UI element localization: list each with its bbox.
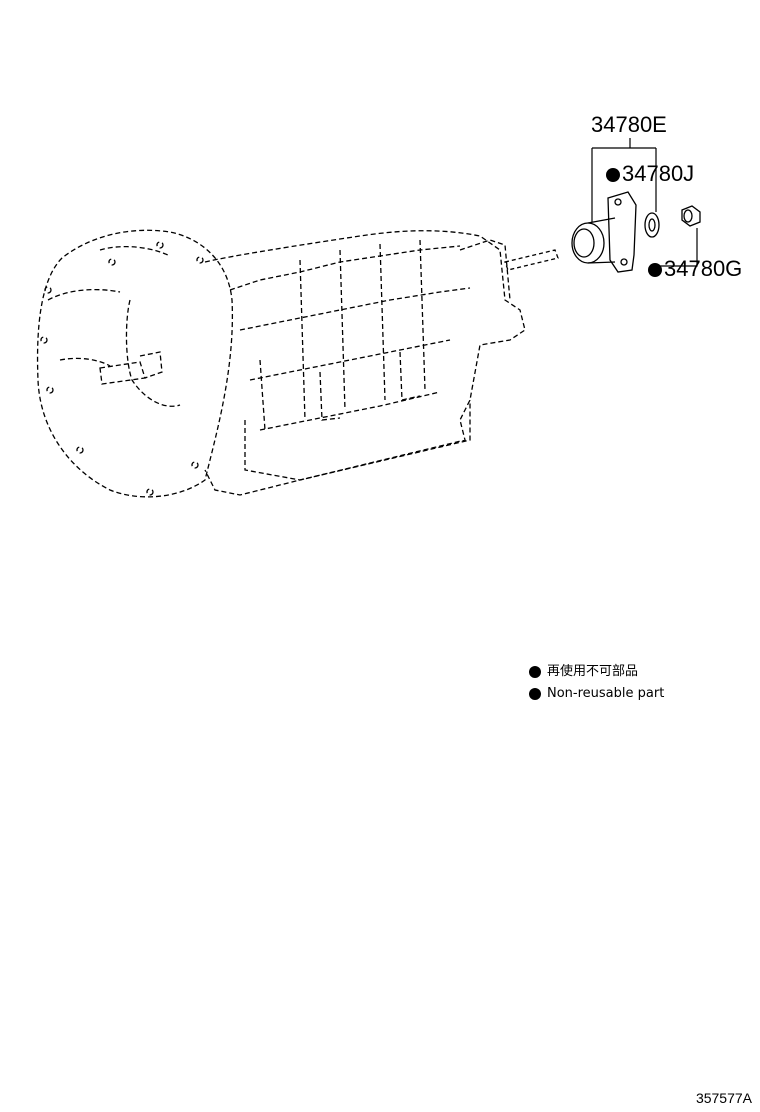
- legend-row-japanese: 再使用不可部品: [529, 661, 664, 683]
- legend-row-english: Non-reusable part: [529, 683, 664, 705]
- part-label-assembly[interactable]: 34780E: [591, 112, 667, 138]
- non-reusable-marker-icon: [606, 168, 620, 183]
- leader-lines: [591, 138, 698, 267]
- non-reusable-marker-icon: [529, 688, 541, 700]
- non-reusable-marker-icon: [648, 263, 662, 278]
- legend-text-english: Non-reusable part: [547, 686, 665, 701]
- legend: 再使用不可部品 Non-reusable part: [529, 661, 664, 705]
- oil-seal-drawing: [644, 212, 660, 238]
- nut-drawing: [681, 205, 701, 227]
- figure-id: 357577A: [695, 1090, 752, 1106]
- part-number-34780E[interactable]: 34780E: [591, 112, 667, 137]
- part-number-34780J[interactable]: 34780J: [622, 161, 695, 186]
- companion-flange-drawing: [571, 191, 637, 273]
- non-reusable-marker-icon: [529, 666, 541, 678]
- part-number-34780G[interactable]: 34780G: [664, 256, 743, 281]
- part-label-nut[interactable]: 34780G: [648, 256, 742, 282]
- part-label-seal[interactable]: 34780J: [606, 161, 694, 187]
- legend-text-japanese: 再使用不可部品: [547, 664, 639, 679]
- output-shaft: [504, 249, 559, 271]
- transmission-outline: [36, 229, 526, 498]
